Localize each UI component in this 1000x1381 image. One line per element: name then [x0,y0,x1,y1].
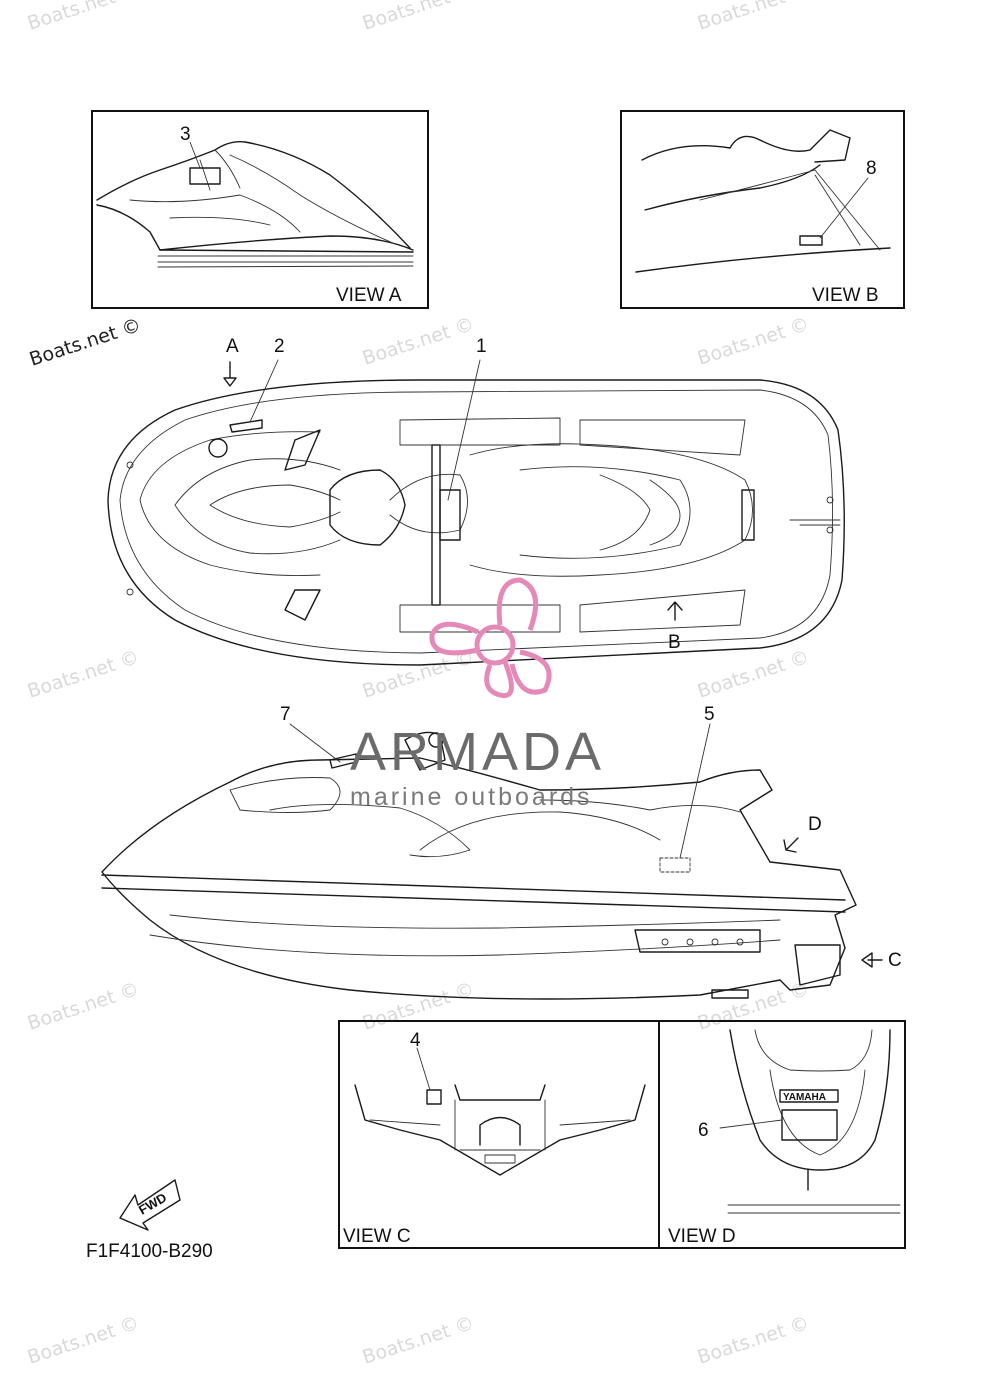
callout-2: 2 [274,336,285,357]
label-2-sticker [229,419,263,433]
watermark: Boats.net © [25,646,142,703]
watermark: Boats.net © [360,1312,477,1369]
view-c-frame [338,1020,660,1249]
arrow-d-label: D [808,814,822,835]
logo-name: ARMADA [350,722,605,782]
arrow-c-label: C [888,950,902,971]
view-a-panel: 3 VIEW A [91,110,429,309]
fwd-arrow-icon [119,1179,181,1231]
arrow-diag-icon [783,837,799,853]
label-4-sticker [426,1089,442,1105]
watermark: Boats.net © [25,0,142,35]
view-d-frame [658,1020,906,1249]
watermark-dark: Boats.net © [27,314,144,371]
top-view-craft: 1 2 A B [107,336,845,666]
arrow-up-icon [667,601,683,621]
watermark: Boats.net © [360,978,477,1035]
callout-4: 4 [410,1030,421,1051]
side-view-craft: 5 7 D C [101,704,902,1000]
label-3-sticker [189,167,221,185]
label-6-sticker [781,1109,838,1141]
fwd-arrow: FWD [119,1179,181,1231]
part-code: F1F4100-B290 [86,1241,213,1262]
view-b-panel: 8 VIEW B [620,110,905,309]
armada-logo: ARMADA marine outboards [350,577,605,811]
watermark: Boats.net © [695,978,812,1035]
fwd-label: FWD [136,1190,169,1218]
callout-3: 3 [180,124,191,145]
watermark: Boats.net © [695,646,812,703]
watermark-grid: Boats.net © Boats.net © Boats.net © Boat… [25,0,812,1369]
watermark: Boats.net © [360,0,477,35]
badge-text: YAMAHA [783,1092,826,1103]
view-a-frame [91,110,429,309]
label-8-sticker [799,235,823,246]
arrow-b-label: B [668,632,681,653]
watermark: Boats.net © [695,313,812,370]
view-c-panel: 4 VIEW C [338,1020,660,1249]
view-b-label: VIEW B [812,285,879,306]
callout-5: 5 [704,704,715,725]
arrow-left-icon [861,952,883,968]
callout-7: 7 [280,704,291,725]
propeller-hub-icon [474,624,516,666]
arrow-down-icon [223,361,237,387]
yamaha-badge [779,1089,839,1103]
logo-tagline: marine outboards [350,783,593,811]
watermark: Boats.net © [695,1312,812,1369]
watermark: Boats.net © [695,0,812,35]
callout-1: 1 [476,336,487,357]
callout-8: 8 [866,158,877,179]
arrow-a-label: A [226,336,239,357]
view-d-panel: YAMAHA 6 VIEW D [658,1020,906,1249]
label-7-sticker [329,753,357,769]
view-a-label: VIEW A [336,285,402,306]
callout-6: 6 [698,1120,709,1141]
watermark: Boats.net © [25,978,142,1035]
view-b-frame [620,110,905,309]
label-5-sticker [659,857,691,873]
view-d-label: VIEW D [668,1226,736,1247]
watermark: Boats.net © [25,1312,142,1369]
view-c-label: VIEW C [343,1226,411,1247]
watermark: Boats.net © [360,313,477,370]
